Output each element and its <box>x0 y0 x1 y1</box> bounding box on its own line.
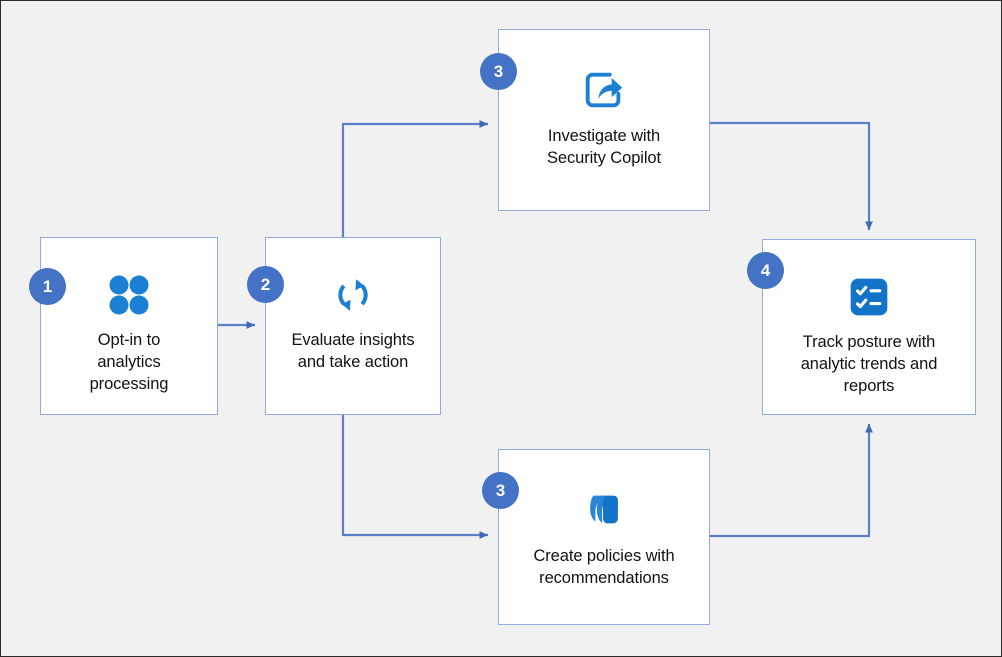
node-evaluate-insights-and-take-action[interactable]: Evaluate insights and take action <box>265 237 441 415</box>
step-badge-3-policies: 3 <box>482 472 519 509</box>
node-label-line: Evaluate insights <box>291 331 415 349</box>
connector-investigate-to-track <box>710 121 873 231</box>
connector-evaluate-to-investigate <box>341 120 489 237</box>
node-label-line: Opt-in to <box>97 331 161 349</box>
node-label-line: and take action <box>297 352 409 371</box>
step-badge-4: 4 <box>747 252 784 289</box>
node-label-line: reports <box>843 376 895 395</box>
step-badge-3-investigate: 3 <box>480 53 517 90</box>
node-label-line: analytics <box>97 352 161 371</box>
node-create-policies-with-recommendations[interactable]: Create policies with recommendations <box>498 449 710 625</box>
step-badge-1: 1 <box>29 268 66 305</box>
layers-stack-icon <box>499 450 709 546</box>
four-dots-icon <box>41 238 217 330</box>
node-label-line: Track posture with <box>802 333 936 351</box>
checklist-icon <box>763 240 975 332</box>
node-label: Evaluate insights and take action <box>281 330 424 374</box>
node-label-line: analytic trends and <box>800 354 938 373</box>
node-label-line: Create policies with <box>533 547 675 565</box>
node-investigate-with-security-copilot[interactable]: Investigate with Security Copilot <box>498 29 710 211</box>
connector-evaluate-to-policies <box>341 415 489 539</box>
node-label-line: Security Copilot <box>547 148 661 167</box>
node-opt-in-to-analytics-processing[interactable]: Opt-in to analytics processing <box>40 237 218 415</box>
sync-refresh-icon <box>266 238 440 330</box>
node-label-line: Investigate with <box>547 127 661 145</box>
node-label: Create policies with recommendations <box>523 546 684 590</box>
step-badge-2: 2 <box>247 266 284 303</box>
node-label: Opt-in to analytics processing <box>80 330 179 395</box>
node-label-line: processing <box>89 374 169 393</box>
node-track-posture-with-analytic-trends-and-reports[interactable]: Track posture with analytic trends and r… <box>762 239 976 415</box>
share-export-icon <box>499 30 709 126</box>
node-label: Investigate with Security Copilot <box>537 126 671 170</box>
node-label: Track posture with analytic trends and r… <box>791 332 948 397</box>
connector-policies-to-track <box>710 423 873 538</box>
node-label-line: recommendations <box>539 568 669 587</box>
